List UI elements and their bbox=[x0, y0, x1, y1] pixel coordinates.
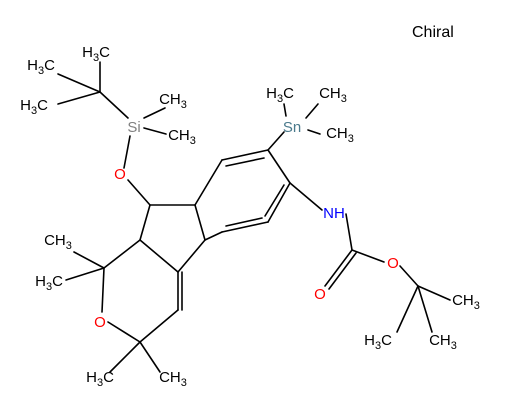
atom-label-o-carbonyl: O bbox=[314, 286, 326, 303]
bond-line bbox=[194, 159, 223, 206]
atom-label-ch3-gem2-right: CH3 bbox=[159, 369, 187, 389]
bond-line bbox=[264, 184, 285, 217]
bond-line bbox=[127, 179, 151, 206]
bond-line bbox=[221, 149, 269, 161]
bond-line bbox=[139, 239, 179, 273]
bond-line bbox=[417, 285, 451, 301]
bond-line bbox=[328, 252, 357, 290]
bond-line bbox=[107, 321, 141, 343]
atom-label-ch3-sn-top-left: H3C bbox=[266, 85, 294, 105]
bond-line bbox=[283, 103, 287, 117]
bond-line bbox=[143, 127, 167, 135]
bond-line bbox=[399, 265, 419, 287]
bond-line bbox=[99, 91, 129, 119]
bond-line bbox=[109, 341, 141, 373]
bond-line bbox=[73, 251, 105, 269]
bond-line bbox=[57, 91, 101, 105]
bond-line bbox=[225, 157, 265, 167]
atom-label-ch3-ester-bottom-left: H3C bbox=[364, 332, 392, 352]
atom-label-ch3-si-right: CH3 bbox=[159, 91, 187, 111]
bond-line bbox=[324, 249, 353, 287]
bond-line bbox=[139, 204, 151, 241]
atom-label-o-ester: O bbox=[387, 255, 399, 272]
bond-line bbox=[221, 221, 269, 233]
bond-line bbox=[194, 204, 206, 241]
bond-line bbox=[267, 149, 291, 184]
atom-label-ch3-sn-right: CH3 bbox=[326, 125, 354, 145]
atom-label-ch3-ester-right: CH3 bbox=[452, 292, 480, 312]
atom-label-ch3-tbu-top: H3C bbox=[82, 44, 110, 64]
bond-line bbox=[267, 182, 291, 223]
atom-label-ch3-ester-bottom-right: CH3 bbox=[429, 332, 457, 352]
bond-line bbox=[345, 213, 353, 251]
atom-label-ch3-gem1-top: CH3 bbox=[44, 232, 72, 252]
bond-line bbox=[305, 103, 319, 119]
bond-line bbox=[351, 249, 385, 263]
bond-line bbox=[417, 285, 433, 333]
bond-line bbox=[307, 129, 321, 135]
bond-line bbox=[177, 239, 206, 273]
bond-line bbox=[65, 267, 105, 281]
atom-label-si: Si bbox=[127, 119, 140, 136]
bond-line bbox=[139, 309, 179, 343]
bond-line bbox=[225, 217, 263, 227]
atom-label-ch3-tbu-left2: H3C bbox=[20, 97, 48, 117]
atom-label-sn: Sn bbox=[283, 119, 301, 136]
atom-label-ch3-gem2-left: H3C bbox=[86, 369, 114, 389]
bond-line bbox=[139, 341, 161, 373]
atom-label-o-pyran: O bbox=[94, 314, 106, 331]
bond-line bbox=[267, 131, 285, 151]
atom-label-ch3-tbu-left: H3C bbox=[27, 57, 55, 77]
atom-label-ch3-sn-top-right: CH3 bbox=[319, 85, 347, 105]
bond-layer bbox=[57, 61, 451, 373]
bond-line bbox=[57, 73, 101, 93]
bond-line bbox=[143, 107, 166, 119]
bond-line bbox=[103, 239, 141, 269]
atom-label-layer: H3C H3C H3C CH3 CH3 Si O Sn H3C CH3 CH3 … bbox=[20, 44, 480, 389]
bond-line bbox=[396, 285, 419, 333]
atom-label-ch3-gem1-left: H3C bbox=[35, 273, 63, 293]
bond-line bbox=[204, 231, 223, 241]
atom-label-o-silyl-ether: O bbox=[114, 166, 126, 183]
bond-line bbox=[289, 182, 323, 211]
chiral-annotation: Chiral bbox=[412, 24, 454, 41]
bond-line bbox=[123, 135, 131, 169]
atom-label-ch3-si-right2: CH3 bbox=[168, 127, 196, 147]
bond-line bbox=[101, 267, 105, 313]
atom-label-nh: NH bbox=[323, 205, 345, 222]
